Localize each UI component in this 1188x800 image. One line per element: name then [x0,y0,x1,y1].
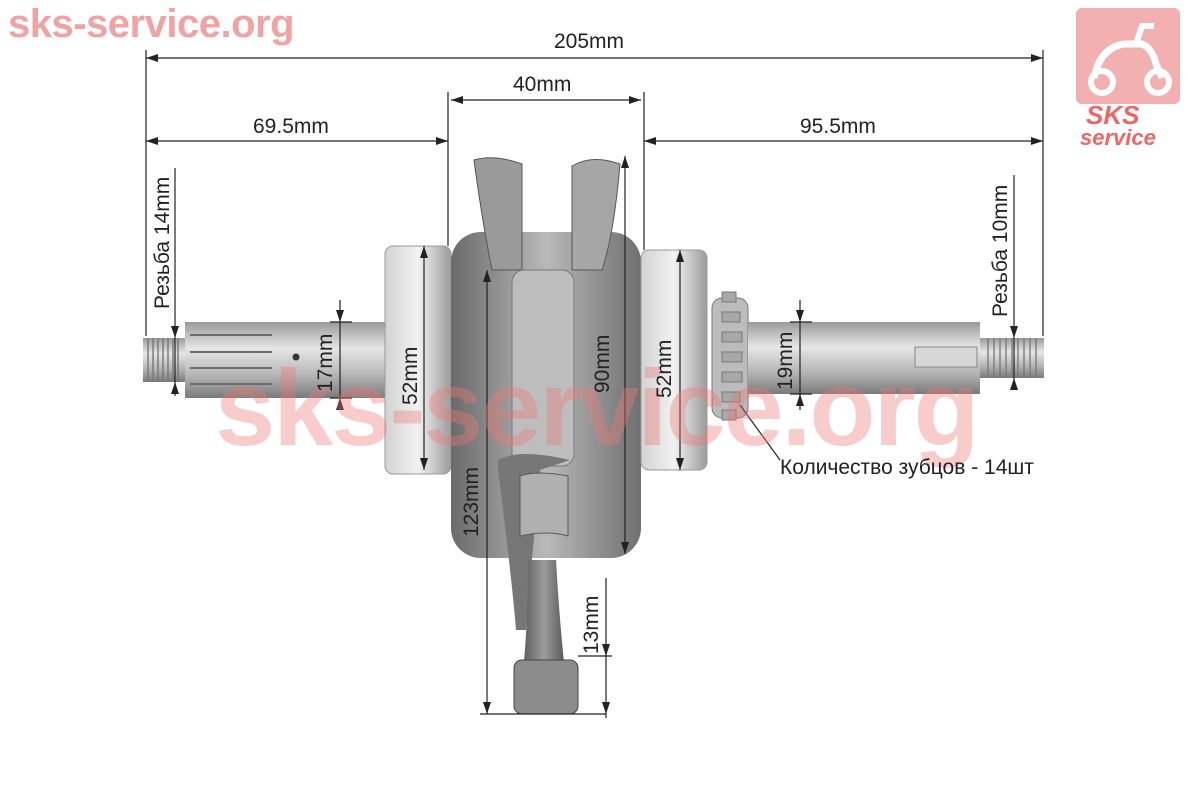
scooter-icon [1076,8,1180,104]
right-bearing [640,249,708,471]
left-thread [143,338,185,382]
small-end-label: 13mm [580,595,603,654]
rod-length-label: 123mm [460,466,483,537]
right-shaft-dia-label: 19mm [774,331,797,390]
teeth-annotation: Количество зубцов - 14шт [780,456,1034,479]
right-shaft-label: 95.5mm [800,115,876,138]
right-bearing-dia-label: 52mm [653,339,676,398]
right-thread-label: Резьба 10mm [989,184,1012,317]
web-width-label: 40mm [513,73,572,96]
overall-length-label: 205mm [554,30,625,53]
watermark-top: sks-service.org [8,2,295,46]
connecting-rod [498,454,579,715]
left-thread-label: Резьба 14mm [151,176,174,309]
left-bearing-dia-label: 52mm [399,346,422,405]
watermark-center: sks-service.org [215,347,979,468]
web-arm-right [571,159,621,271]
sprocket [711,291,749,421]
logo-line2: service [1080,125,1156,150]
web-arm-left [473,157,523,271]
left-shaft-dia-label: 17mm [314,333,337,392]
right-thread [980,338,1044,378]
left-shaft-label: 69.5mm [253,115,329,138]
logo-line1: SKS [1086,100,1140,130]
left-splines [190,334,272,385]
web-dia-label: 90mm [591,334,614,393]
